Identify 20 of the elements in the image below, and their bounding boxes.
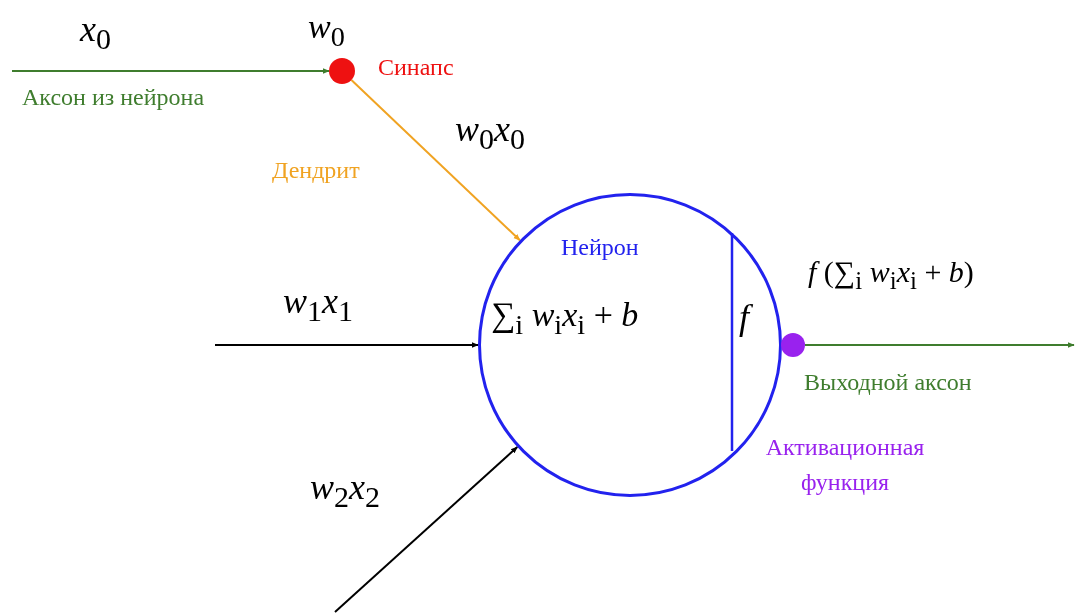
input-label: x$_{0}$	[80, 8, 111, 57]
activation-dot	[781, 333, 805, 357]
arrow	[334, 446, 519, 613]
weighted-input-label: w$_{0}$x$_{0}$	[455, 108, 525, 157]
neuron-label: Нейрон	[561, 234, 639, 261]
axon-label: Аксон из нейрона	[22, 84, 205, 111]
arrow	[214, 342, 479, 348]
arrow	[350, 78, 521, 242]
annotation-text: Синапс	[378, 54, 454, 81]
output-formula: f (∑$_{i}$ w$_{i}$x$_{i}$ + b)	[808, 255, 974, 295]
weighted-input-label: w$_{1}$x$_{1}$	[283, 280, 353, 329]
weighted-sum-formula: ∑$_{i}$ w$_{i}$x$_{i}$ + b	[491, 296, 639, 341]
output-axon-label: Выходной аксон	[804, 369, 972, 396]
activation-function-label: Активационная функция	[764, 433, 926, 497]
weighted-input-label: w$_{2}$x$_{2}$	[310, 466, 380, 515]
arrow	[804, 342, 1075, 348]
arrow	[11, 68, 330, 74]
dendrite-label: Дендрит	[272, 157, 360, 184]
synapse-dot	[329, 58, 355, 84]
weight-label: w$_{0}$	[308, 8, 345, 53]
